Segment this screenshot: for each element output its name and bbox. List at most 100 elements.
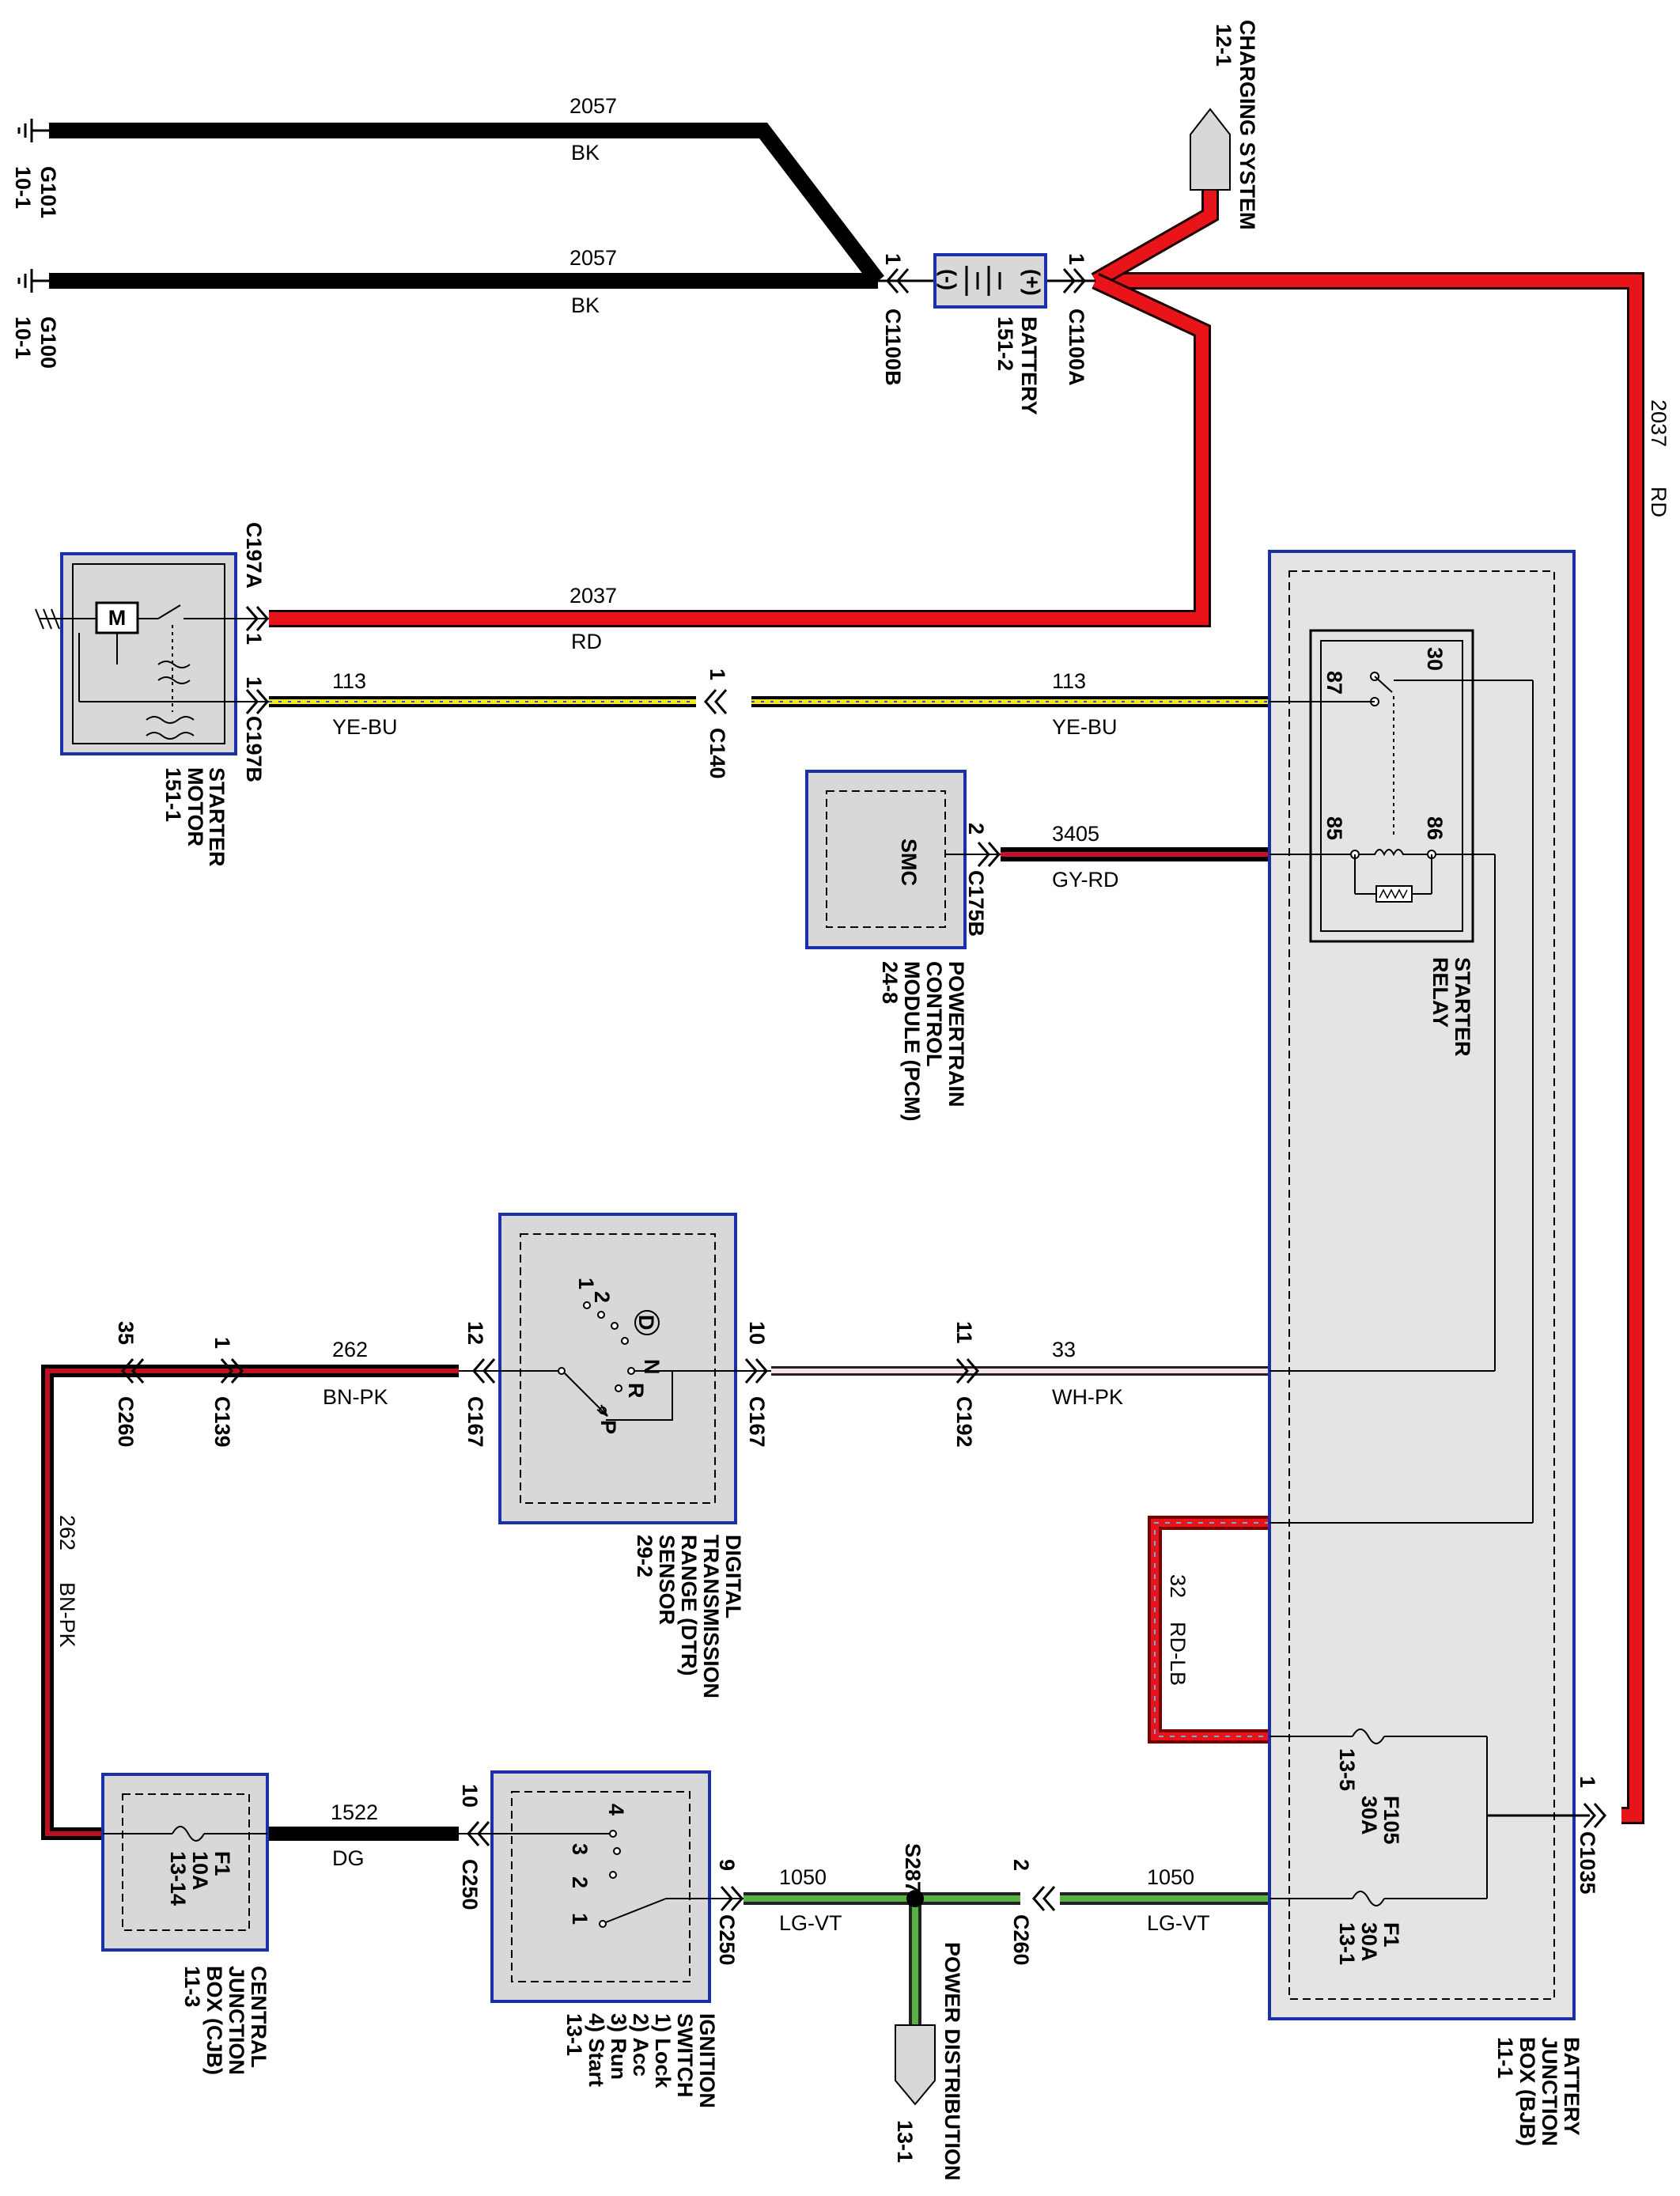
wire-262-vert-color: BN-PK [55, 1582, 79, 1648]
wire-2037-starter [269, 273, 1211, 627]
wire-charging [1091, 190, 1219, 289]
ignition-num-3: 3 [568, 1843, 592, 1855]
ground-g101-id: G101 [36, 166, 60, 218]
charging-system-connector-icon [1190, 108, 1231, 191]
ignition-line1: IGNITION [695, 2013, 719, 2108]
ignition-num-1: 1 [568, 1913, 592, 1925]
c175b-pin: 2 [964, 823, 988, 835]
ignition-ref: 13-1 [562, 2013, 586, 2056]
ignition-num-2: 2 [568, 1876, 592, 1888]
starter-motor-line1: STARTER [205, 767, 229, 867]
wire-2057-top-color: BK [571, 141, 600, 165]
charging-system-name: CHARGING SYSTEM [1235, 20, 1259, 230]
c197a-arrow-icon [245, 606, 269, 631]
pcm-ref: 24-8 [878, 961, 902, 1004]
dtr-line3: RANGE (DTR) [677, 1535, 701, 1675]
dtr-num-2: 2 [590, 1291, 614, 1303]
bjb-f1-rating: 30A [1357, 1922, 1381, 1962]
battery-ref: 151-2 [993, 316, 1017, 371]
wire-262-top-color: BN-PK [323, 1385, 388, 1409]
c250-left-arrow-icon [467, 1821, 490, 1846]
c175b-name: C175B [964, 870, 988, 937]
wire-2037-starter-circuit: 2037 [569, 584, 617, 608]
pcm-line1: POWERTRAIN [944, 961, 968, 1107]
bjb-f1-ref: 13-1 [1335, 1922, 1359, 1965]
bjb-fuse-f1 [1269, 1891, 1487, 1906]
c250-left-pin: 10 [458, 1784, 482, 1808]
wire-1050-right-color: LG-VT [1147, 1911, 1210, 1935]
bjb-f1-name: F1 [1379, 1922, 1403, 1948]
starter-relay-pin85: 85 [1322, 816, 1346, 840]
dtr-letter-p: P [596, 1420, 620, 1434]
starter-relay [1269, 629, 1534, 1524]
wire-2037-main-color: RD [1647, 487, 1671, 517]
wire-262 [41, 1365, 459, 1840]
wire-3405-color: GY-RD [1052, 868, 1119, 892]
c197b-pin: 1 [242, 676, 266, 688]
central-junction-box [101, 1773, 269, 1952]
dtr-line4: SENSOR [655, 1535, 679, 1625]
pcm-line2: CONTROL [922, 961, 946, 1066]
power-distribution-name: POWER DISTRIBUTION [940, 1942, 964, 2181]
c250-right-pin: 9 [715, 1859, 739, 1871]
wire-1050-left-color: LG-VT [779, 1911, 842, 1935]
dtr-ref: 29-2 [633, 1535, 656, 1577]
charging-system-ref: 12-1 [1212, 24, 1235, 66]
c260-top-name: C260 [114, 1396, 138, 1448]
starter-motor: M [40, 552, 269, 755]
bjb-f105-ref: 13-5 [1335, 1748, 1359, 1791]
bjb-bus [1486, 1736, 1590, 1899]
starter-relay-pin30: 30 [1423, 647, 1447, 671]
battery-neg-label: (-) [936, 269, 960, 290]
cjb-line2: JUNCTION [225, 1966, 248, 2075]
wire-1522-circuit: 1522 [331, 1800, 378, 1824]
c1100b-arrow-icon [886, 268, 910, 293]
c1100b-pin: 1 [881, 253, 905, 265]
c140-arrow-icon [704, 689, 728, 714]
starter-relay-pin86: 86 [1423, 816, 1447, 840]
c1100a-name: C1100A [1065, 309, 1088, 386]
wire-2037-main-circuit: 2037 [1647, 399, 1671, 447]
starter-relay-line2: RELAY [1428, 957, 1452, 1028]
wire-32 [1148, 1516, 1269, 1744]
pcm-line3: MODULE (PCM) [900, 961, 924, 1121]
c250-right-name: C250 [715, 1914, 739, 1966]
wire-2037-starter-color: RD [571, 630, 602, 653]
cjb-f1-rating: 10A [188, 1851, 212, 1891]
c260-bottom-name: C260 [1009, 1914, 1033, 1966]
c167-left-pin: 12 [464, 1321, 487, 1345]
wire-33-color: WH-PK [1052, 1385, 1123, 1409]
c260-top-arrow-icon [121, 1358, 145, 1384]
wire-1050 [744, 1892, 1269, 2025]
bjb-fuse-f105 [1269, 1728, 1487, 1744]
c260-bottom-arrow-icon [1032, 1886, 1056, 1911]
bjb-line1: BATTERY [1560, 2037, 1584, 2136]
cjb-f1-name: F1 [210, 1851, 234, 1876]
c260-top-pin: 35 [114, 1321, 138, 1345]
splice-s287-name: S287 [901, 1843, 925, 1893]
wire-33-circuit: 33 [1052, 1338, 1076, 1361]
pcm-inner-label: SMC [897, 839, 921, 886]
c167-left-name: C167 [464, 1396, 487, 1448]
bjb-ref: 11-1 [1493, 2037, 1517, 2079]
c250-left-name: C250 [458, 1859, 482, 1910]
dtr-line2: TRANSMISSION [699, 1535, 723, 1698]
bjb-line3: BOX (BJB) [1515, 2037, 1539, 2146]
c167-left-arrow-icon [472, 1358, 496, 1384]
battery-pos-label: (+) [1020, 269, 1044, 296]
starter-ground-icon [35, 608, 60, 630]
dtr-letter-r: R [624, 1383, 648, 1399]
wire-32-circuit: 32 [1166, 1574, 1190, 1598]
c197a-name: C197A [242, 522, 266, 589]
dtr-letter-n: N [640, 1359, 664, 1375]
c260-bottom-pin: 2 [1009, 1859, 1033, 1871]
dtr-sensor [459, 1213, 771, 1524]
battery-name: BATTERY [1017, 316, 1041, 415]
wire-2057-top-circuit: 2057 [569, 94, 617, 118]
c1035-pin: 1 [1576, 1776, 1599, 1788]
c197b-name: C197B [242, 716, 266, 782]
c140-pin: 1 [706, 668, 729, 680]
dtr-letter-d: D [634, 1315, 658, 1331]
c1100a-pin: 1 [1065, 253, 1088, 265]
wire-2057-bottom-color: BK [571, 293, 600, 317]
